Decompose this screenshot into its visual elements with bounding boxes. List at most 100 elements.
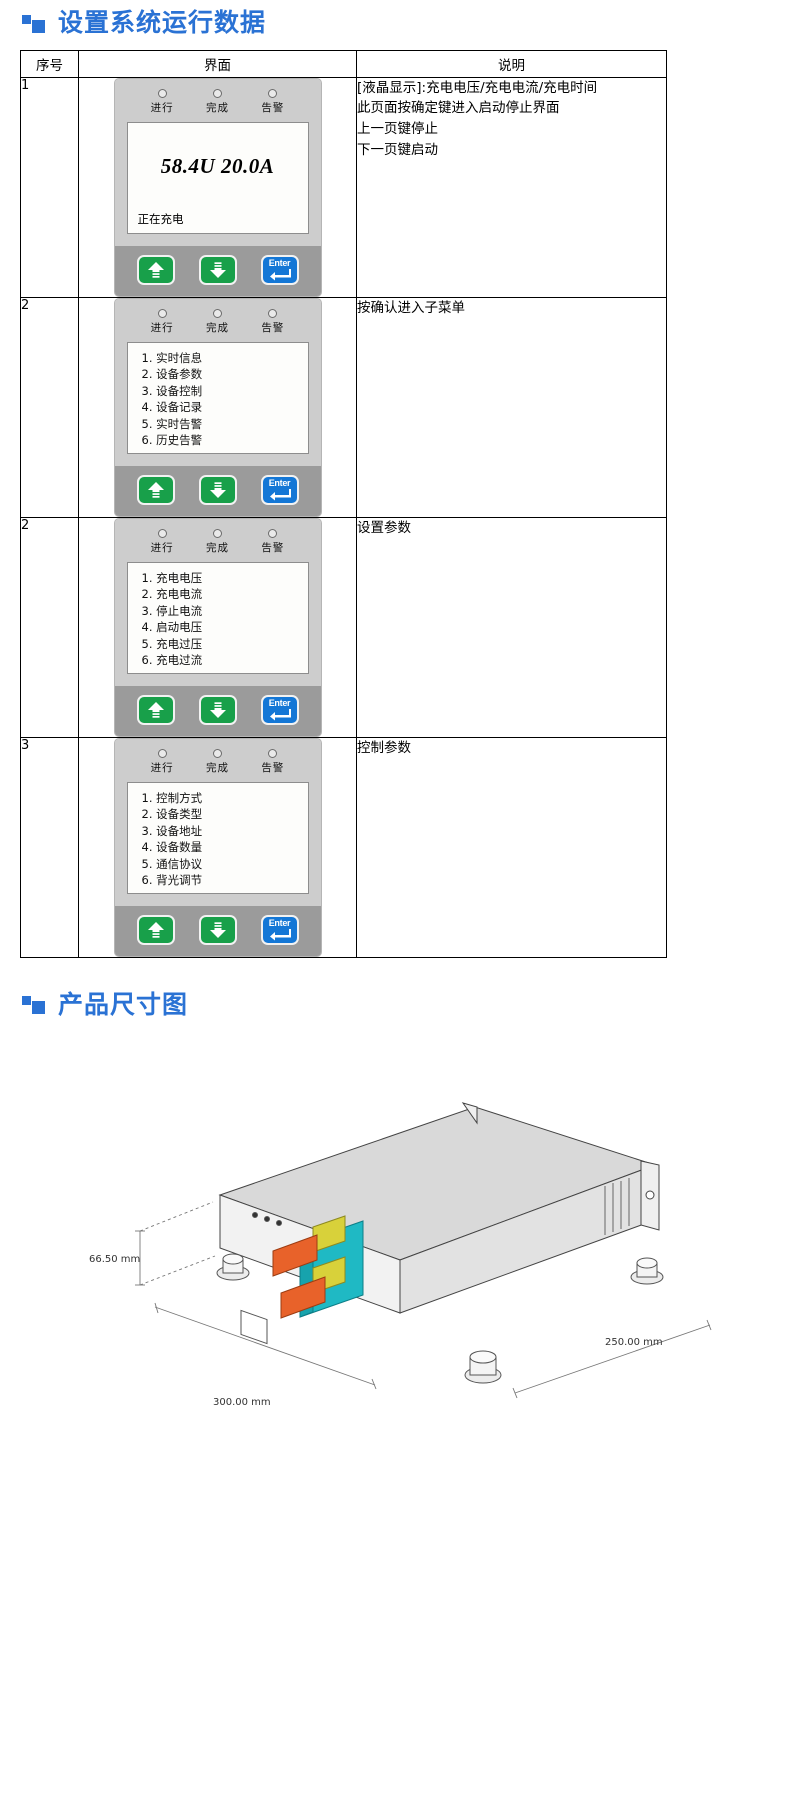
up-key[interactable] xyxy=(136,914,175,945)
enter-key[interactable]: Enter xyxy=(260,254,299,285)
device-panel: 进行 完成 告警 xyxy=(113,517,322,737)
led-indicator-icon xyxy=(212,748,222,758)
enter-key[interactable]: Enter xyxy=(260,694,299,725)
interface-cell: 进行 完成 告警 xyxy=(78,76,357,298)
spec-table: 序号 界面 说明 1 进 xyxy=(20,49,667,958)
row-index: 2 xyxy=(20,296,79,518)
led-run: 进行 xyxy=(138,308,186,335)
blue-squares-icon xyxy=(22,13,48,35)
desc-cell: 控制参数 xyxy=(356,736,667,958)
list-item[interactable]: 3. 设备控制 xyxy=(141,383,203,398)
lcd-menu-list: 1. 实时信息 2. 设备参数 3. 设备控制 4. 设备记录 5. 实时告警 … xyxy=(142,350,300,449)
led-indicator-icon xyxy=(268,308,278,318)
row-index: 3 xyxy=(20,736,79,958)
led-run: 进行 xyxy=(138,88,186,115)
list-item[interactable]: 1. 实时信息 xyxy=(141,350,203,365)
list-item[interactable]: 4. 设备记录 xyxy=(141,400,203,414)
desc-line: 控制参数 xyxy=(357,739,412,756)
desc-line: 按确认进入子菜单 xyxy=(357,299,466,316)
list-item[interactable]: 5. 充电过压 xyxy=(141,636,203,651)
table-row: 2 进行 xyxy=(20,296,667,518)
interface-cell: 进行 完成 告警 xyxy=(78,736,357,958)
led-row: 进行 完成 告警 xyxy=(127,308,309,337)
enter-key-label: Enter xyxy=(268,697,291,708)
lcd-screen: 58.4U 20.0A 正在充电 xyxy=(126,121,309,234)
list-item[interactable]: 5. 通信协议 xyxy=(141,856,203,871)
list-item[interactable]: 5. 实时告警 xyxy=(141,416,203,431)
table-row: 2 进行 xyxy=(20,516,667,738)
desc-line: 下一页键启动 xyxy=(357,142,439,159)
list-item[interactable]: 3. 设备地址 xyxy=(141,823,203,838)
list-item[interactable]: 4. 启动电压 xyxy=(141,620,203,634)
list-item[interactable]: 6. 背光调节 xyxy=(141,873,203,887)
enter-key[interactable]: Enter xyxy=(260,474,299,505)
led-indicator-icon xyxy=(268,88,278,98)
list-item[interactable]: 1. 充电电压 xyxy=(141,570,203,585)
up-key[interactable] xyxy=(136,694,175,725)
page-root: 设置系统运行数据 序号 界面 说明 1 xyxy=(0,0,790,1408)
section-header-run-data: 设置系统运行数据 xyxy=(0,0,790,44)
led-alarm: 告警 xyxy=(249,528,297,555)
lcd-screen: 1. 实时信息 2. 设备参数 3. 设备控制 4. 设备记录 5. 实时告警 … xyxy=(126,341,309,454)
desc-line: 设置参数 xyxy=(357,519,412,536)
device-face: 进行 完成 告警 xyxy=(114,738,321,906)
lcd-status: 正在充电 xyxy=(137,211,184,226)
desc-cell: 按确认进入子菜单 xyxy=(356,296,667,518)
row-index: 1 xyxy=(20,76,79,298)
led-row: 进行 完成 告警 xyxy=(127,748,309,777)
led-indicator-icon xyxy=(157,528,167,538)
led-indicator-icon xyxy=(268,528,278,538)
keypad: Enter xyxy=(114,685,321,736)
lcd-menu-list: 1. 充电电压 2. 充电电流 3. 停止电流 4. 启动电压 5. 充电过压 … xyxy=(142,570,300,669)
col-header-index: 序号 xyxy=(20,49,79,78)
led-run: 进行 xyxy=(138,528,186,555)
enter-key-label: Enter xyxy=(268,917,291,928)
device-panel: 进行 完成 告警 xyxy=(113,297,322,517)
enter-key[interactable]: Enter xyxy=(260,914,299,945)
dimension-width-label: 300.00 mm xyxy=(213,1397,271,1408)
down-key[interactable] xyxy=(198,694,237,725)
down-key[interactable] xyxy=(198,914,237,945)
list-item[interactable]: 1. 控制方式 xyxy=(141,790,203,805)
led-done: 完成 xyxy=(193,88,241,115)
lcd-screen: 1. 充电电压 2. 充电电流 3. 停止电流 4. 启动电压 5. 充电过压 … xyxy=(126,561,309,674)
list-item[interactable]: 3. 停止电流 xyxy=(141,603,203,618)
desc-line: [液晶显示]:充电电压/充电电流/充电时间 xyxy=(357,79,598,96)
keypad: Enter xyxy=(114,465,321,516)
dimension-height-label: 66.50 mm xyxy=(89,1254,140,1265)
led-indicator-icon xyxy=(268,748,278,758)
down-key[interactable] xyxy=(198,474,237,505)
list-item[interactable]: 2. 充电电流 xyxy=(141,587,203,601)
keypad: Enter xyxy=(114,245,321,296)
list-item[interactable]: 6. 历史告警 xyxy=(141,433,203,447)
list-item[interactable]: 2. 设备参数 xyxy=(141,367,203,381)
led-indicator-icon xyxy=(212,308,222,318)
table-row: 1 进行 xyxy=(20,76,667,298)
device-face: 进行 完成 告警 xyxy=(114,78,321,246)
row-index: 2 xyxy=(20,516,79,738)
led-done: 完成 xyxy=(193,308,241,335)
section-header-dimensions: 产品尺寸图 xyxy=(0,958,790,1026)
down-key[interactable] xyxy=(198,254,237,285)
device-panel: 进行 完成 告警 xyxy=(113,737,322,957)
led-indicator-icon xyxy=(157,748,167,758)
lcd-screen: 1. 控制方式 2. 设备类型 3. 设备地址 4. 设备数量 5. 通信协议 … xyxy=(126,781,309,894)
list-item[interactable]: 6. 充电过流 xyxy=(141,653,203,667)
led-alarm: 告警 xyxy=(249,308,297,335)
up-key[interactable] xyxy=(136,474,175,505)
list-item[interactable]: 4. 设备数量 xyxy=(141,840,203,854)
up-key[interactable] xyxy=(136,254,175,285)
desc-cell: 设置参数 xyxy=(356,516,667,738)
enter-key-label: Enter xyxy=(268,257,291,268)
list-item[interactable]: 2. 设备类型 xyxy=(141,807,203,821)
section-title-dimensions: 产品尺寸图 xyxy=(58,990,189,1019)
dimension-depth-label: 250.00 mm xyxy=(605,1337,663,1348)
product-dimension-diagram: 66.50 mm 300.00 mm 250.00 mm xyxy=(89,1102,712,1408)
device-panel: 进行 完成 告警 xyxy=(113,77,322,297)
lcd-menu-list: 1. 控制方式 2. 设备类型 3. 设备地址 4. 设备数量 5. 通信协议 … xyxy=(142,790,300,889)
blue-squares-icon xyxy=(22,994,48,1016)
led-indicator-icon xyxy=(212,88,222,98)
desc-line: 此页面按确定键进入启动停止界面 xyxy=(357,100,560,117)
page-title: 设置系统运行数据 xyxy=(58,9,267,37)
interface-cell: 进行 完成 告警 xyxy=(78,516,357,738)
